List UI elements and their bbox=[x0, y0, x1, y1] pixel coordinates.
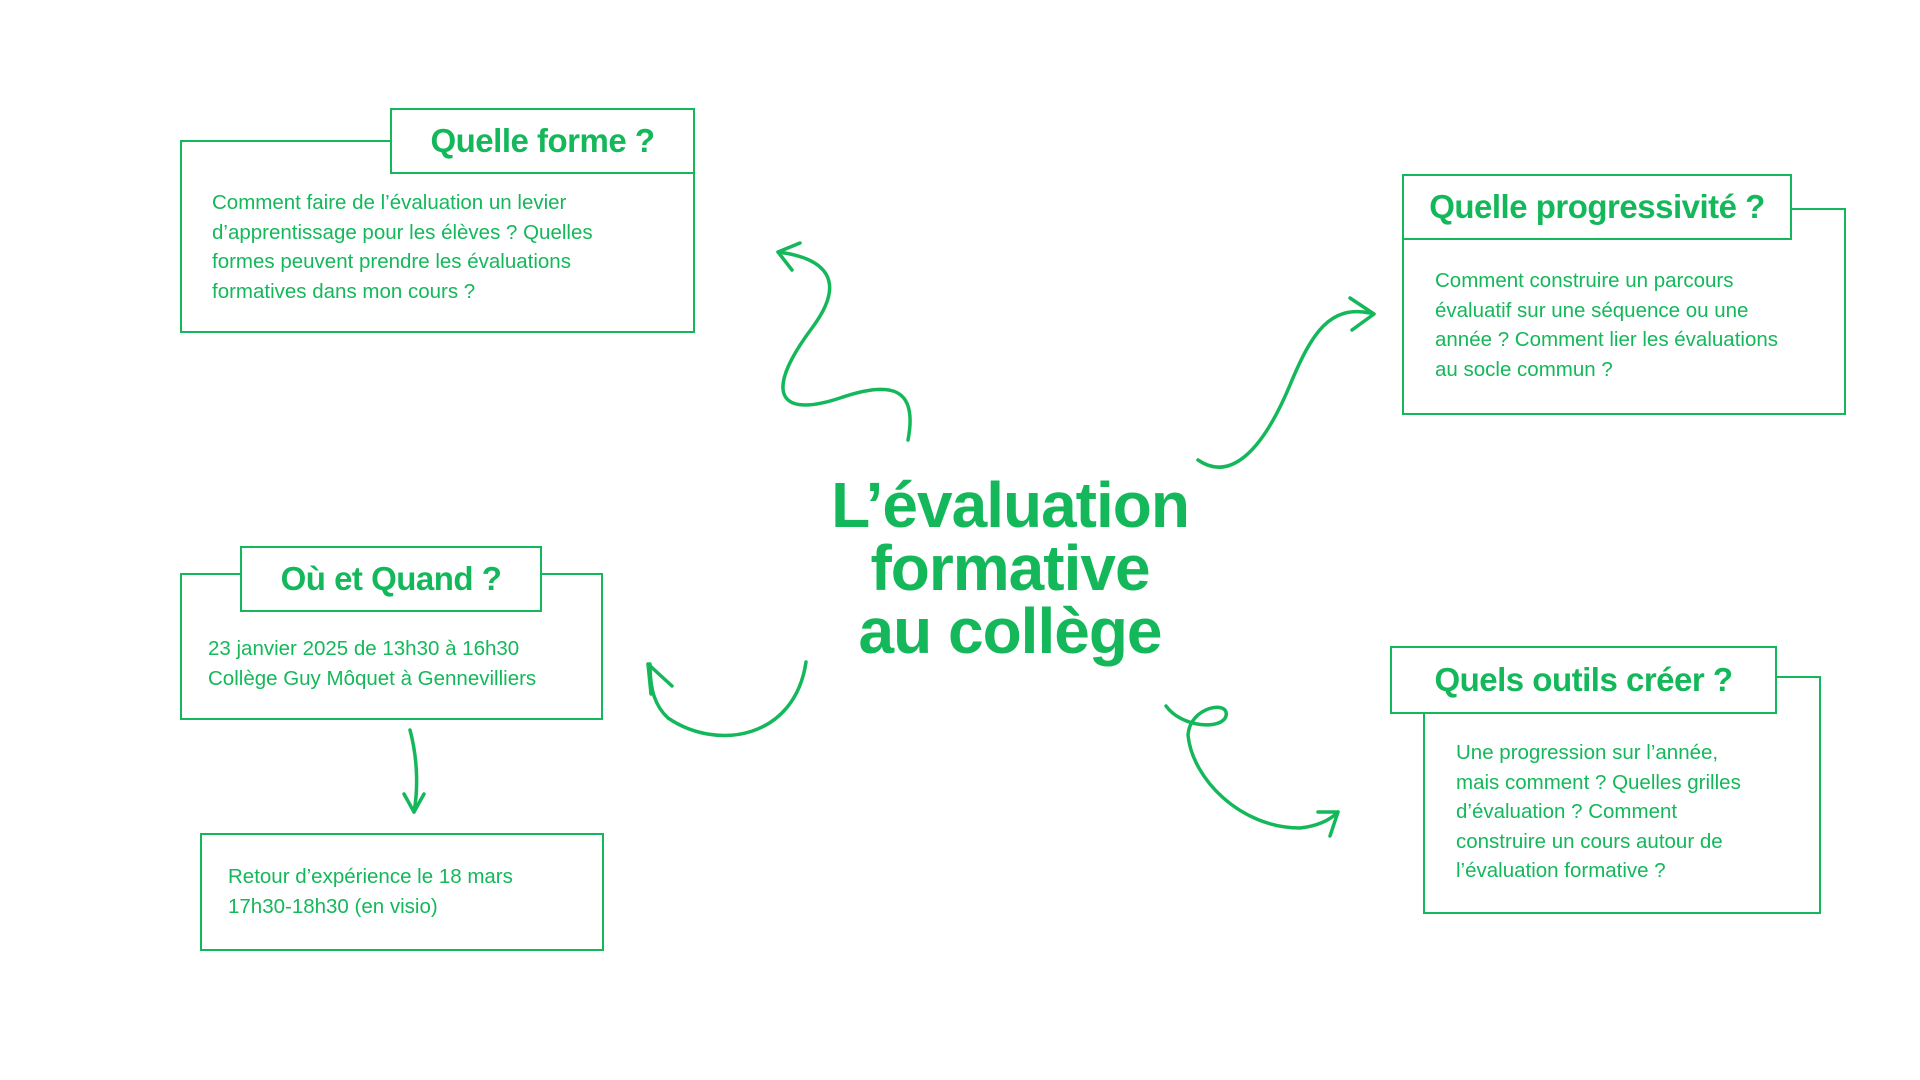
progressivite-box bbox=[1402, 208, 1846, 415]
outils-text-line: Une progression sur l’année, bbox=[1456, 741, 1719, 764]
central-title-line: au collège bbox=[858, 595, 1163, 667]
central-title-line: formative bbox=[870, 532, 1150, 604]
progressivite-text: Comment construire un parcours évaluatif… bbox=[1435, 266, 1778, 384]
progressivite-heading: Quelle progressivité ? bbox=[1402, 174, 1792, 240]
forme-text-line: formatives dans mon cours ? bbox=[212, 279, 476, 303]
arrow-to-forme bbox=[776, 250, 912, 442]
outils-text-line: construire un cours autour de bbox=[1456, 829, 1723, 853]
central-title: L’évaluation formative au collège bbox=[770, 469, 1250, 667]
progressivite-text-line: au socle commun ? bbox=[1435, 357, 1613, 381]
progressivite-text-line: Comment construire un parcours bbox=[1435, 269, 1734, 292]
retour-box bbox=[200, 833, 604, 951]
arrow-head-progressivite bbox=[1348, 296, 1376, 332]
progressivite-text-line: évaluatif sur une séquence ou une bbox=[1435, 298, 1749, 322]
progressivite-text-line: année ? Comment lier les évaluations bbox=[1435, 328, 1778, 351]
forme-text-line: Comment faire de l’évaluation un levier bbox=[212, 191, 567, 214]
forme-text-line: d’apprentissage pour les élèves ? Quelle… bbox=[212, 220, 593, 244]
central-title-line: L’évaluation bbox=[831, 469, 1190, 541]
retour-text: Retour d’expérience le 18 mars 17h30-18h… bbox=[228, 862, 513, 921]
arrow-head-forme bbox=[776, 241, 802, 272]
ou-quand-text-line: 23 janvier 2025 de 13h30 à 16h30 bbox=[208, 637, 520, 660]
outils-heading: Quels outils créer ? bbox=[1390, 646, 1777, 714]
outils-text-line: d’évaluation ? Comment bbox=[1456, 800, 1678, 823]
arrow-head-ou-quand bbox=[646, 662, 674, 696]
arrow-to-retour bbox=[408, 728, 419, 814]
arrow-head-retour bbox=[402, 792, 426, 814]
forme-text-line: formes peuvent prendre les évaluations bbox=[212, 250, 571, 273]
retour-text-line: Retour d’expérience le 18 mars bbox=[228, 865, 513, 888]
arrow-to-ou-quand bbox=[648, 660, 808, 738]
arrow-to-progressivite bbox=[1196, 309, 1372, 469]
outils-text-line: l’évaluation formative ? bbox=[1456, 859, 1666, 882]
outils-text: Une progression sur l’année, mais commen… bbox=[1456, 738, 1741, 886]
arrow-head-outils bbox=[1316, 810, 1340, 838]
forme-heading: Quelle forme ? bbox=[390, 108, 695, 174]
ou-quand-heading: Où et Quand ? bbox=[240, 546, 542, 612]
outils-box bbox=[1423, 676, 1821, 914]
ou-quand-text: 23 janvier 2025 de 13h30 à 16h30 Collège… bbox=[208, 634, 536, 693]
arrow-to-outils bbox=[1164, 704, 1340, 830]
forme-text: Comment faire de l’évaluation un levier … bbox=[212, 188, 593, 306]
outils-text-line: mais comment ? Quelles grilles bbox=[1456, 770, 1741, 794]
ou-quand-text-line: Collège Guy Môquet à Gennevilliers bbox=[208, 666, 537, 690]
retour-text-line: 17h30-18h30 (en visio) bbox=[228, 894, 438, 918]
